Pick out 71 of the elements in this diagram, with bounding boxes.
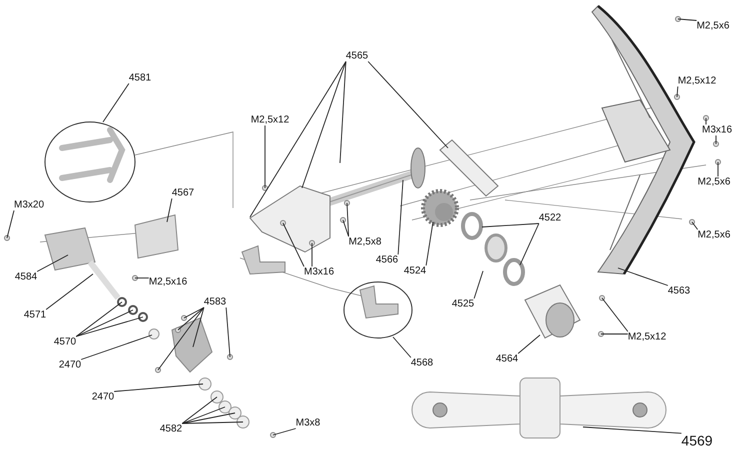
leader-line — [282, 222, 304, 267]
callout-label: M3x8 — [296, 418, 320, 428]
leader-line — [340, 61, 346, 164]
leader-line — [346, 202, 350, 237]
leader-line — [398, 180, 404, 255]
leader-line — [264, 125, 266, 188]
callout-label: 4564 — [496, 354, 518, 364]
callout-label: M2,5x6 — [698, 176, 730, 188]
leader-line — [182, 422, 244, 424]
callout-label: 4583 — [204, 296, 226, 308]
leader-line — [46, 274, 94, 310]
leader-line — [184, 307, 204, 318]
leader-line — [6, 210, 14, 238]
leader-line — [182, 396, 218, 424]
callout-label: 4525 — [452, 298, 474, 310]
leader-line — [36, 254, 68, 272]
leader-line — [392, 336, 412, 358]
callout-label: 4565 — [346, 50, 368, 62]
leader-line — [474, 270, 484, 299]
leader-line — [678, 18, 698, 21]
callout-label: 4568 — [410, 358, 434, 368]
callout-label: 4524 — [404, 266, 426, 276]
leader-line — [76, 302, 122, 337]
leader-line — [302, 61, 346, 188]
callout-label: 4566 — [376, 254, 398, 266]
leader-line — [192, 307, 204, 348]
leader-line — [272, 428, 296, 436]
callout-label: 4570 — [54, 336, 76, 348]
leader-line — [158, 307, 204, 370]
callout-label: 4522 — [538, 212, 562, 224]
leader-line — [692, 222, 698, 230]
callout-label: M2,5x12 — [250, 114, 290, 126]
callout-label: M2,5x16 — [148, 276, 188, 288]
callout-label: 4567 — [172, 188, 194, 198]
leader-line — [226, 307, 230, 358]
leader-line — [182, 406, 226, 424]
leader-line — [102, 83, 130, 122]
callout-label: 4569 — [681, 433, 713, 449]
leader-line — [482, 223, 540, 228]
leader-line — [602, 298, 628, 332]
callout-label: M2,5x6 — [696, 20, 730, 32]
leader-line — [518, 334, 540, 354]
leader-line — [676, 86, 678, 98]
callout-label: 2470 — [92, 392, 114, 402]
callout-label: 4571 — [24, 310, 46, 320]
callout-label: M2,5x6 — [698, 230, 730, 240]
callout-label: 2470 — [58, 360, 82, 370]
callout-label: M2,5x12 — [678, 76, 716, 86]
leader-line — [80, 334, 152, 360]
leader-line — [114, 384, 204, 392]
callout-label: M2,5x8 — [348, 236, 382, 248]
leader-line — [618, 268, 668, 286]
leader-line — [426, 222, 434, 266]
callout-label: 4584 — [14, 272, 38, 282]
callout-label: M3x20 — [14, 200, 44, 210]
callout-label: 4582 — [160, 424, 182, 434]
leader-line — [182, 412, 236, 424]
leader-line — [520, 223, 540, 266]
callout-label: M3x16 — [304, 266, 334, 278]
leader-line — [76, 310, 134, 337]
leader-line — [368, 61, 448, 148]
callout-label: 4563 — [668, 286, 690, 296]
callout-label: 4581 — [128, 72, 152, 84]
leader-line — [166, 198, 172, 222]
leader-line — [582, 426, 682, 434]
callout-label: M3x16 — [702, 124, 732, 136]
leader-line — [250, 61, 346, 218]
leader-line — [76, 316, 144, 337]
callout-label: M2,5x12 — [628, 332, 666, 342]
leader-line — [178, 307, 204, 330]
leader-line — [342, 220, 350, 237]
